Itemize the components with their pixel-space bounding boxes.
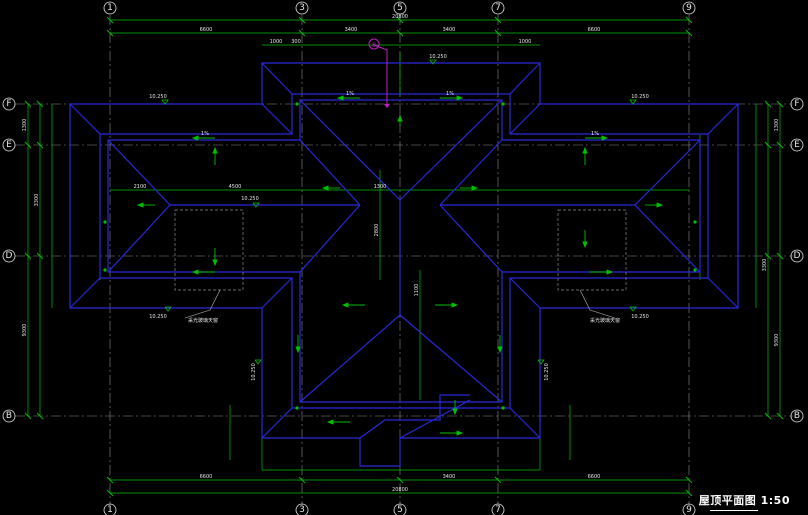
title-underline <box>710 510 758 511</box>
roof-outline <box>69 62 739 467</box>
slope-1: 1% <box>346 91 354 97</box>
dimension-text: 20800 6600 3400 3400 6600 1000 300 1000 … <box>22 14 780 493</box>
slope-4: 1% <box>591 131 599 137</box>
dim-small-a: 1000 <box>270 39 283 45</box>
dim-bottom-mid: 3400 <box>443 474 456 480</box>
axis-right-f: F <box>794 99 799 109</box>
dim-bottom-left: 6600 <box>200 474 213 480</box>
slope-arrows <box>136 95 664 436</box>
slope-2: 1% <box>446 91 454 97</box>
dimension-lines <box>24 16 784 497</box>
elev-7: 10.250 <box>544 363 550 381</box>
slope-3: 1% <box>201 131 209 137</box>
dim-right-a: 1300 <box>774 119 780 132</box>
skylight-note-left: 采光玻璃天窗 <box>188 317 218 324</box>
axis-bubble-labels: 1 3 5 7 9 1 3 5 7 9 F E D B F E D B <box>6 3 801 515</box>
axis-left-b: B <box>6 411 12 421</box>
skylights <box>174 209 627 291</box>
elev-6: 10.250 <box>251 363 257 381</box>
elevation-text: 10.250 10.250 10.250 10.250 10.250 10.25… <box>149 54 649 381</box>
elevation-flags <box>161 59 637 365</box>
axis-bottom-3: 3 <box>299 505 305 515</box>
dim-top-right: 6600 <box>588 27 601 33</box>
dim-top-mid-right: 3400 <box>443 27 456 33</box>
elev-4: 10.250 <box>149 314 167 320</box>
dim-inner-b: 4500 <box>229 184 242 190</box>
axis-lines <box>15 15 793 505</box>
elev-1: 10.250 <box>149 94 167 100</box>
dim-inner-d: 2800 <box>374 224 380 237</box>
dim-top-left: 6600 <box>200 27 213 33</box>
axis-left-f: F <box>6 99 11 109</box>
dim-bottom-overall: 20800 <box>392 487 408 493</box>
axis-bottom-9: 9 <box>686 505 692 515</box>
axis-bottom-1: 1 <box>107 505 113 515</box>
note-leaders <box>184 289 616 319</box>
dim-left-b: 3300 <box>34 194 40 207</box>
dim-inner-e: 1100 <box>414 284 420 297</box>
dim-top-mid-left: 3400 <box>345 27 358 33</box>
dim-right-b: 3300 <box>762 259 768 272</box>
skylight-notes: 采光玻璃天窗 采光玻璃天窗 <box>188 317 620 324</box>
dim-small-b: 300 <box>291 39 301 45</box>
axis-left-d: D <box>6 251 13 261</box>
axis-top-1: 1 <box>107 3 113 13</box>
dim-left-a: 1300 <box>22 119 28 132</box>
axis-right-d: D <box>794 251 801 261</box>
dim-right-c: 9300 <box>774 334 780 347</box>
axis-right-e: E <box>794 140 800 150</box>
dim-left-c: 9300 <box>22 324 28 337</box>
axis-top-5: 5 <box>397 3 403 13</box>
skylight-note-right: 采光玻璃天窗 <box>590 317 620 324</box>
roof-drains <box>103 102 697 410</box>
dim-small-c: 1000 <box>519 39 532 45</box>
drawing-title: 屋顶平面图 1:50 <box>699 492 790 508</box>
axis-right-b: B <box>794 411 800 421</box>
axis-left-e: E <box>6 140 12 150</box>
dim-bottom-right: 6600 <box>588 474 601 480</box>
axis-top-7: 7 <box>495 3 501 13</box>
elev-8: 10.250 <box>429 54 447 60</box>
axis-top-9: 9 <box>686 3 692 13</box>
elev-3: 10.250 <box>241 196 259 202</box>
axis-bottom-5: 5 <box>397 505 403 515</box>
drawing-title-text: 屋顶平面图 <box>698 494 757 507</box>
section-marker-label: B <box>372 43 376 49</box>
elev-5: 10.250 <box>631 314 649 320</box>
dim-top-overall: 20800 <box>392 14 408 20</box>
drawing-scale: 1:50 <box>760 494 790 507</box>
elev-2: 10.250 <box>631 94 649 100</box>
dim-inner-a: 2100 <box>134 184 147 190</box>
axis-top-3: 3 <box>299 3 305 13</box>
axis-bottom-7: 7 <box>495 505 501 515</box>
section-marker[interactable]: B <box>368 38 390 108</box>
slope-text: 1% 1% 1% 1% <box>201 91 599 137</box>
dim-inner-c: 1300 <box>374 184 387 190</box>
